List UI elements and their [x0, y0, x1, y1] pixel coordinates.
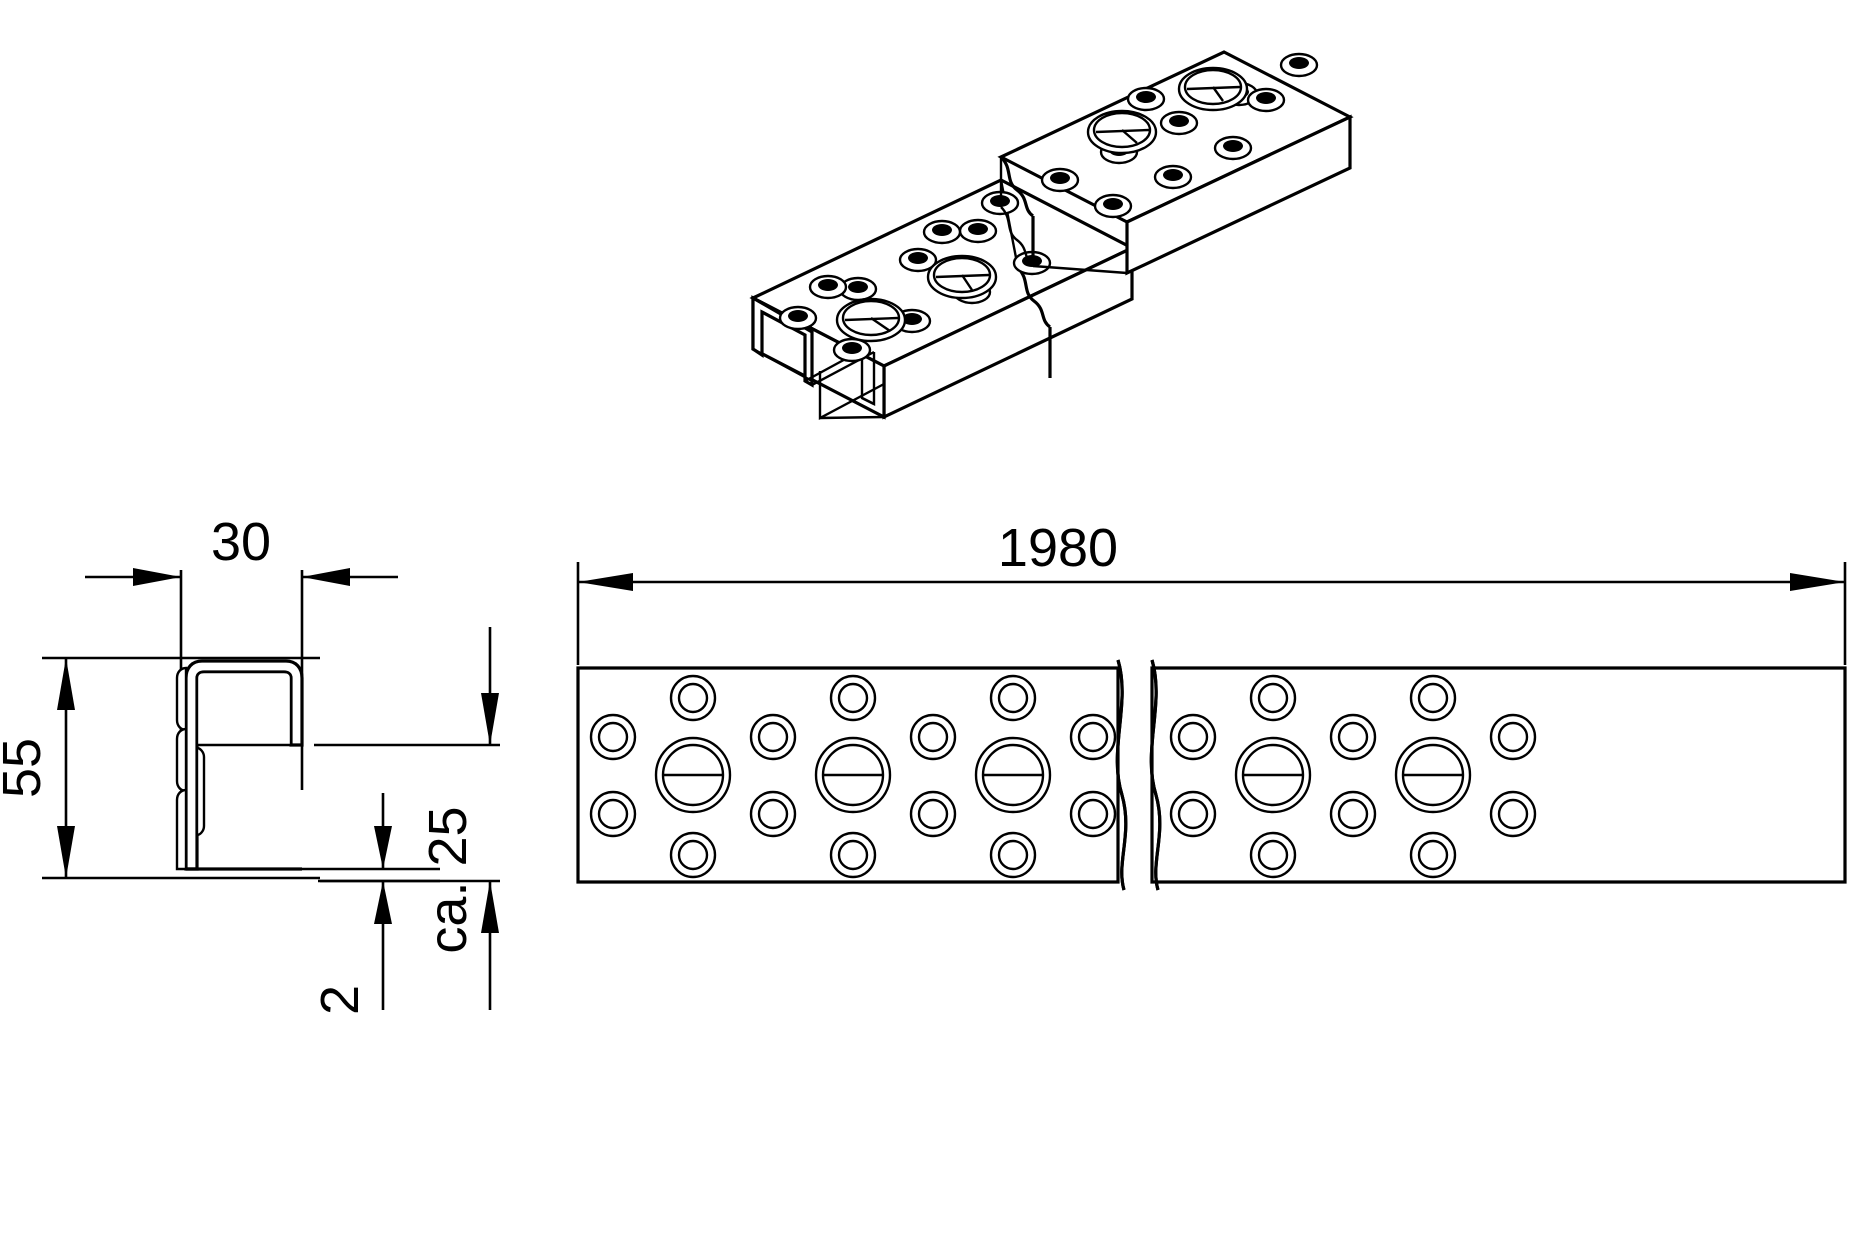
dimension-label-height: 55	[0, 738, 52, 798]
plan-small-hole	[829, 674, 877, 722]
plan-small-hole	[1069, 790, 1117, 838]
plan-small-hole	[1169, 790, 1217, 838]
plan-small-holes-top	[669, 674, 1457, 722]
dimension-label-slot-depth: ca. 25	[418, 806, 478, 953]
dimension-slot-depth: ca. 25	[314, 627, 500, 1010]
plan-small-hole	[669, 831, 717, 879]
dimension-width-30: 30	[85, 512, 398, 790]
plan-small-holes-bottom	[669, 831, 1457, 879]
plan-outline	[576, 659, 1847, 891]
plan-small-hole	[1489, 790, 1537, 838]
plan-small-hole	[1489, 713, 1537, 761]
plan-small-holes-mid-lower	[589, 790, 1537, 838]
plan-small-holes-mid-upper	[589, 713, 1537, 761]
plan-large-hole	[1234, 736, 1312, 814]
dimension-label-width: 30	[211, 512, 271, 572]
plan-perforations	[589, 659, 1537, 891]
plan-small-hole	[1169, 713, 1217, 761]
plan-small-hole	[749, 790, 797, 838]
dimension-height-55: 55	[0, 656, 320, 880]
plan-large-holes-left	[654, 736, 1052, 814]
iso-back-perforations	[1040, 52, 1319, 219]
plan-small-hole	[909, 713, 957, 761]
plan-large-holes-right	[1234, 736, 1472, 814]
iso-front-channel	[749, 178, 1136, 420]
plan-small-hole	[989, 674, 1037, 722]
plan-small-hole	[1249, 831, 1297, 879]
plan-small-hole	[1249, 674, 1297, 722]
isometric-view	[749, 50, 1354, 420]
plan-small-hole	[1409, 831, 1457, 879]
plan-small-hole	[829, 831, 877, 879]
plan-small-hole	[1409, 674, 1457, 722]
plan-small-hole	[1329, 790, 1377, 838]
plan-large-hole	[814, 736, 892, 814]
plan-large-hole	[654, 736, 732, 814]
plan-small-hole	[669, 674, 717, 722]
dimension-label-length: 1980	[998, 518, 1118, 578]
plan-small-hole	[989, 831, 1037, 879]
plan-small-hole	[909, 790, 957, 838]
plan-small-hole	[589, 713, 637, 761]
plan-view: 1980	[576, 518, 1847, 891]
cross-section-view: 30 55	[0, 512, 500, 1015]
plan-small-hole	[1069, 713, 1117, 761]
plan-small-hole	[1329, 713, 1377, 761]
plan-small-hole	[749, 713, 797, 761]
plan-small-hole	[589, 790, 637, 838]
iso-back-channel	[997, 50, 1354, 276]
dimension-length-1980: 1980	[576, 518, 1847, 665]
plan-large-hole	[974, 736, 1052, 814]
c-profile-section	[175, 659, 304, 871]
plan-large-hole	[1394, 736, 1472, 814]
dimension-label-thickness: 2	[310, 985, 370, 1015]
